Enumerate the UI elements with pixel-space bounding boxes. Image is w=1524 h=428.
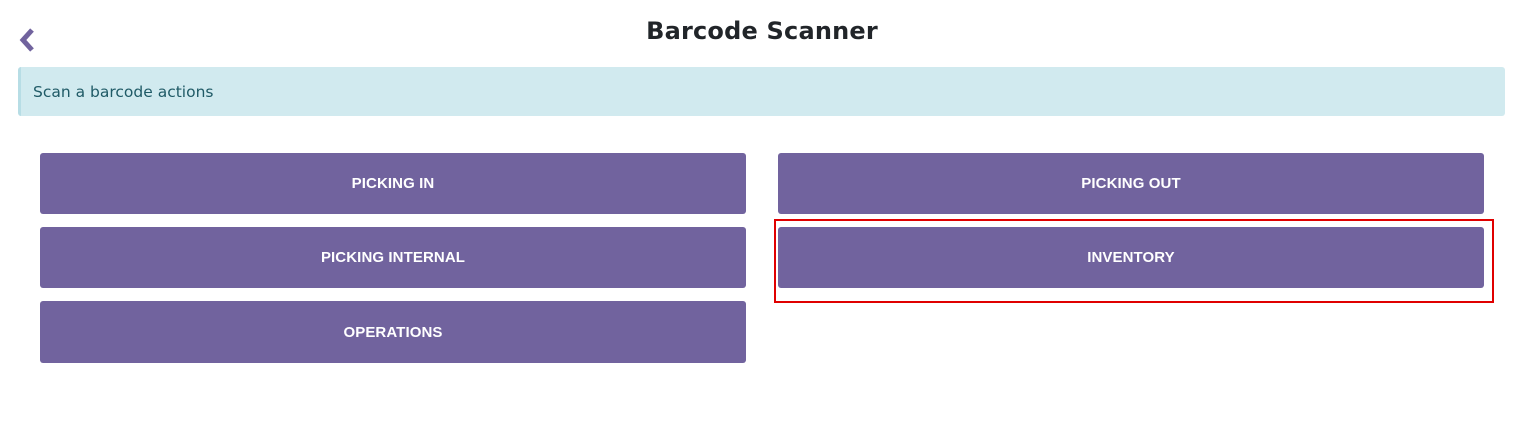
operations-button[interactable]: OPERATIONS	[40, 301, 746, 363]
inventory-button[interactable]: INVENTORY	[778, 227, 1484, 288]
chevron-left-icon	[19, 28, 34, 52]
back-button[interactable]	[14, 24, 42, 56]
picking-out-button[interactable]: PICKING OUT	[778, 153, 1484, 214]
page-title: Barcode Scanner	[646, 17, 878, 45]
picking-internal-button[interactable]: PICKING INTERNAL	[40, 227, 746, 288]
picking-in-button[interactable]: PICKING IN	[40, 153, 746, 214]
info-alert: Scan a barcode actions	[18, 67, 1505, 116]
button-label: OPERATIONS	[343, 323, 443, 341]
button-label: PICKING IN	[351, 175, 435, 192]
button-label: PICKING INTERNAL	[320, 249, 466, 266]
alert-text: Scan a barcode actions	[33, 82, 214, 101]
button-label: PICKING OUT	[1081, 175, 1181, 192]
button-label: INVENTORY	[1087, 249, 1175, 266]
